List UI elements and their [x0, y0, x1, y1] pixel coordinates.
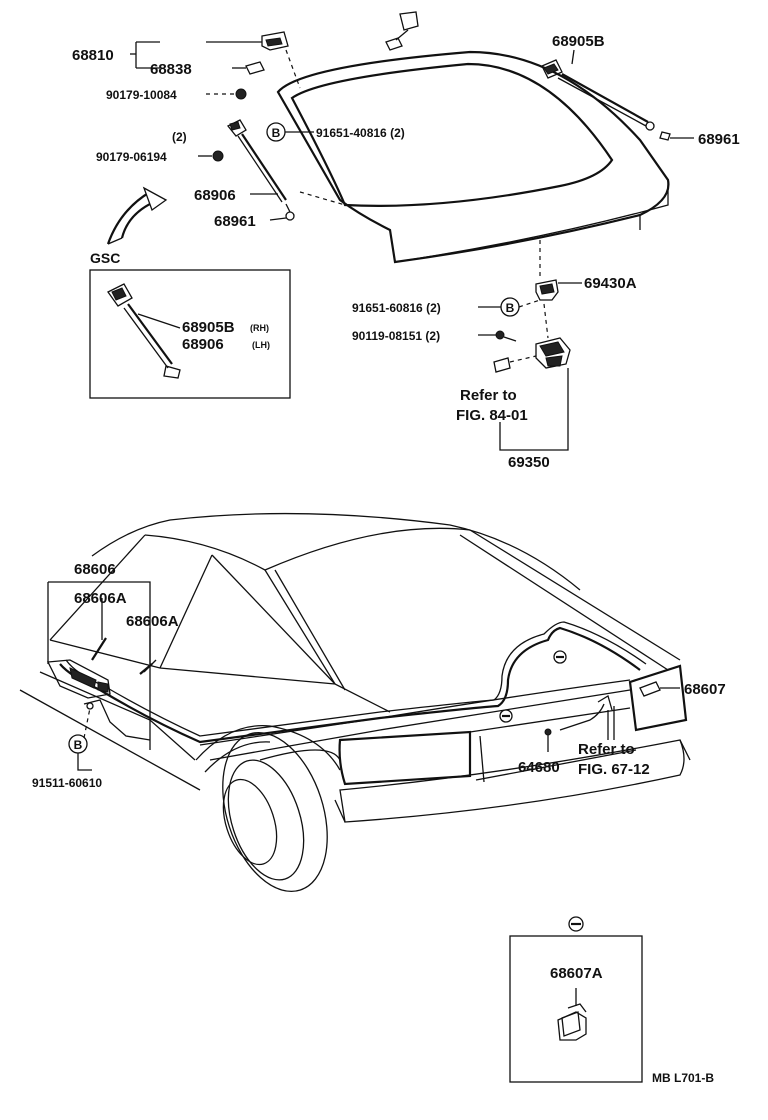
label-refer-2-line-2: FIG. 67-12: [578, 761, 650, 778]
label-68607: 68607: [684, 681, 726, 698]
b-marker-latch: B: [478, 297, 541, 317]
damper-68906: [212, 119, 295, 221]
label-gsc-rh: (RH): [250, 323, 269, 333]
back-door-assembly: [276, 50, 670, 264]
label-68606: 68606: [74, 561, 116, 578]
gsc-arrow: [106, 186, 168, 245]
label-90179-10084: 90179-10084: [106, 88, 177, 102]
rod-connector: [493, 355, 537, 373]
inset-68607a-box: [509, 935, 643, 1083]
release-cable: [59, 626, 641, 744]
striker-69430a: [535, 279, 559, 301]
bolt-90119: [478, 330, 517, 342]
label-68606a-1: 68606A: [74, 590, 127, 607]
svg-text:B: B: [272, 126, 281, 140]
footer-code: MB L701-B: [652, 1071, 714, 1085]
label-64680: 64680: [518, 759, 560, 776]
label-68607a: 68607A: [550, 965, 603, 982]
b-marker-top: B: [266, 122, 314, 142]
car-body: [19, 512, 691, 893]
lever-68606: [46, 637, 157, 741]
label-gsc-68905b: 68905B: [182, 319, 235, 336]
bracket-69350: [499, 368, 569, 451]
label-68906-top: 68906: [194, 187, 236, 204]
label-gsc-lh: (LH): [252, 340, 270, 350]
label-refer-1-line-1: Refer to: [460, 387, 517, 404]
clip-68607: [607, 681, 680, 740]
b-marker-lower: B: [68, 707, 92, 771]
c-marker-inset: [568, 916, 584, 932]
gsc-damper: [107, 283, 181, 379]
damper-68905b: [541, 59, 671, 141]
part-labels: 68810 68838 90179-10084 (2) 90179-06194 …: [32, 33, 740, 1085]
svg-text:B: B: [74, 738, 83, 752]
label-68838: 68838: [150, 61, 192, 78]
c-marker-car-2: [499, 709, 513, 723]
label-91651-60816: 91651-60816 (2): [352, 301, 441, 315]
label-68961-right: 68961: [698, 131, 740, 148]
clip-68607a: [557, 1003, 587, 1041]
c-marker-car-1: [553, 650, 567, 664]
svg-text:B: B: [506, 301, 515, 315]
label-69350: 69350: [508, 454, 550, 471]
top-centre-clip: [385, 11, 419, 51]
label-qty-2: (2): [172, 130, 187, 144]
lock-69350: [535, 337, 571, 369]
label-refer-2-line-1: Refer to: [578, 741, 635, 758]
label-68961-left: 68961: [214, 213, 256, 230]
bracket-68810: [135, 41, 160, 69]
label-68810: 68810: [72, 47, 114, 64]
label-refer-1-line-2: FIG. 84-01: [456, 407, 528, 424]
label-91651-40816: 91651-40816 (2): [316, 126, 405, 140]
gsc-inset-box: [89, 269, 291, 399]
label-90179-06194: 90179-06194: [96, 150, 167, 164]
label-gsc: GSC: [90, 250, 120, 266]
label-90119-08151: 90119-08151 (2): [352, 329, 440, 343]
label-68905b-top: 68905B: [552, 33, 605, 50]
label-69430a: 69430A: [584, 275, 637, 292]
label-gsc-68906: 68906: [182, 336, 224, 353]
label-91511-60610: 91511-60610: [32, 776, 102, 790]
label-68606a-2: 68606A: [126, 613, 179, 630]
hinge-68810: [235, 31, 301, 100]
rod-64680: [544, 695, 613, 752]
bracket-68606: [47, 581, 151, 750]
